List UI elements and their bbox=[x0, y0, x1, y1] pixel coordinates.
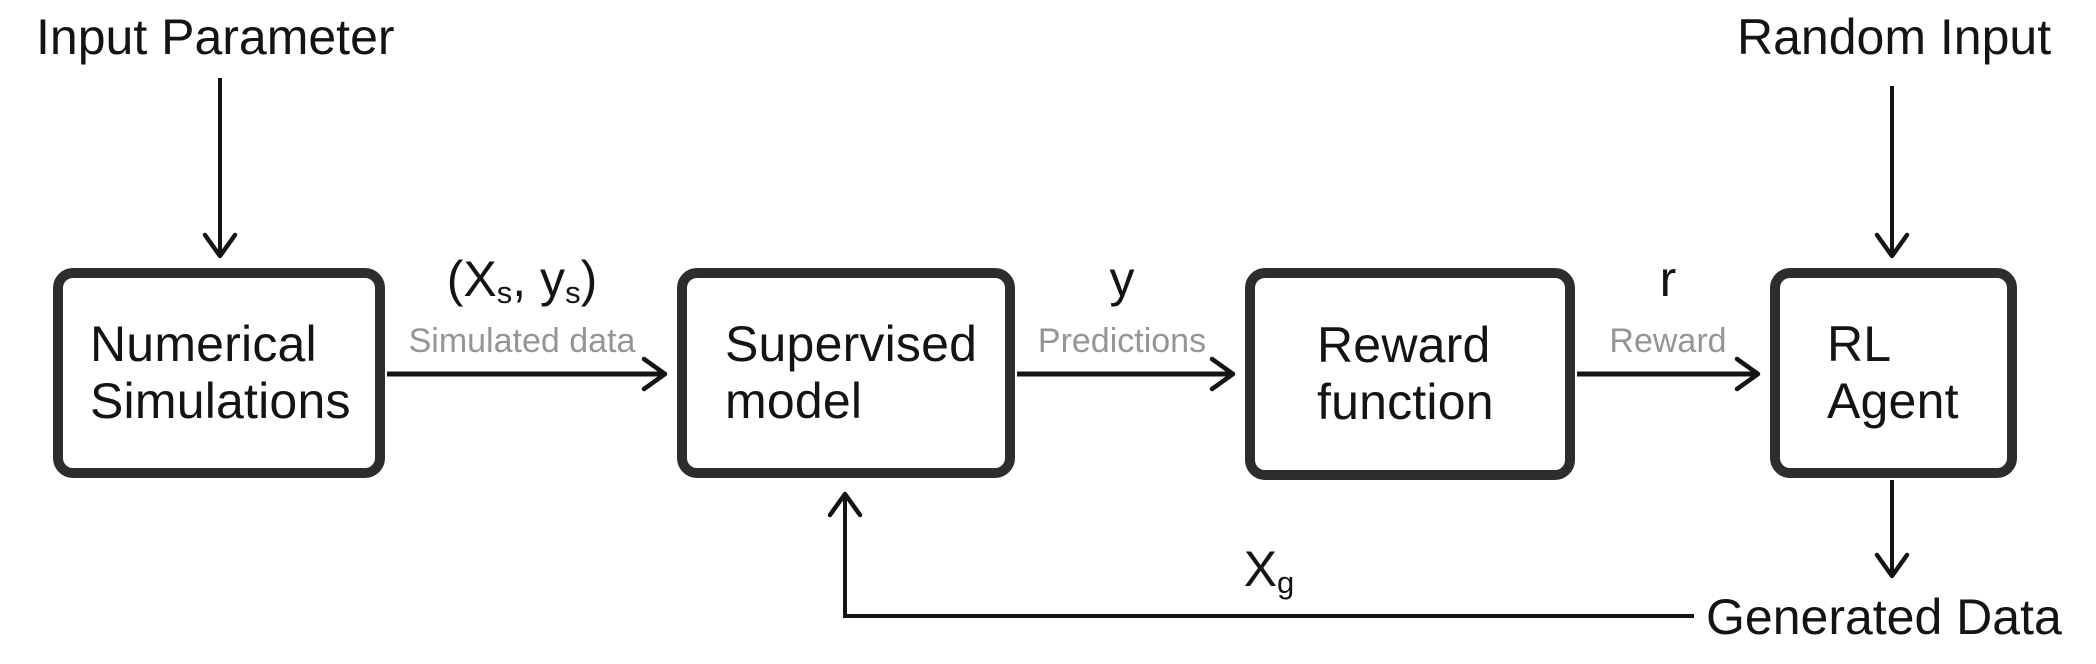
edge-caption-reward: Reward bbox=[1609, 322, 1727, 360]
arrow-generated-data-feedback-to-supervised bbox=[827, 491, 1694, 618]
edge-label-simulated-pair: (Xs, ys) bbox=[352, 254, 692, 308]
node-numerical-simulations: Numerical Simulations bbox=[53, 268, 385, 478]
edge-label-subscript: g bbox=[1277, 564, 1295, 600]
node-label-line: Reward bbox=[1317, 317, 1491, 373]
edge-label-subscript: s bbox=[565, 274, 581, 310]
node-label-line: Agent bbox=[1827, 373, 1959, 429]
edge-label-part: X bbox=[1243, 541, 1278, 597]
node-rl-agent: RL Agent bbox=[1770, 268, 2017, 478]
node-label-line: model bbox=[725, 373, 863, 429]
node-reward-function: Reward function bbox=[1245, 268, 1575, 480]
edge-label-part: ) bbox=[580, 251, 598, 307]
generated-data-label: Generated Data bbox=[1706, 589, 2062, 645]
node-label-line: Supervised bbox=[725, 316, 978, 372]
edge-caption-predictions: Predictions bbox=[1037, 322, 1207, 360]
edge-label-predictions-y: y bbox=[1109, 251, 1135, 307]
edge-caption-simulated-data: Simulated data bbox=[408, 322, 636, 360]
node-label-line: Numerical bbox=[90, 316, 317, 372]
node-supervised-model: Supervised model bbox=[677, 268, 1015, 478]
edge-label-part: , y bbox=[512, 251, 566, 307]
edge-label-part: (X bbox=[446, 251, 497, 307]
edge-label-generated-xg: Xg bbox=[1099, 544, 1439, 598]
node-label-line: RL bbox=[1827, 316, 1892, 372]
node-label-line: Simulations bbox=[90, 373, 351, 429]
input-parameter-label: Input Parameter bbox=[36, 9, 395, 65]
node-label-line: function bbox=[1317, 374, 1494, 430]
random-input-label: Random Input bbox=[1737, 9, 2052, 65]
edge-label-reward-r: r bbox=[1659, 251, 1677, 307]
edge-label-subscript: s bbox=[496, 274, 513, 310]
